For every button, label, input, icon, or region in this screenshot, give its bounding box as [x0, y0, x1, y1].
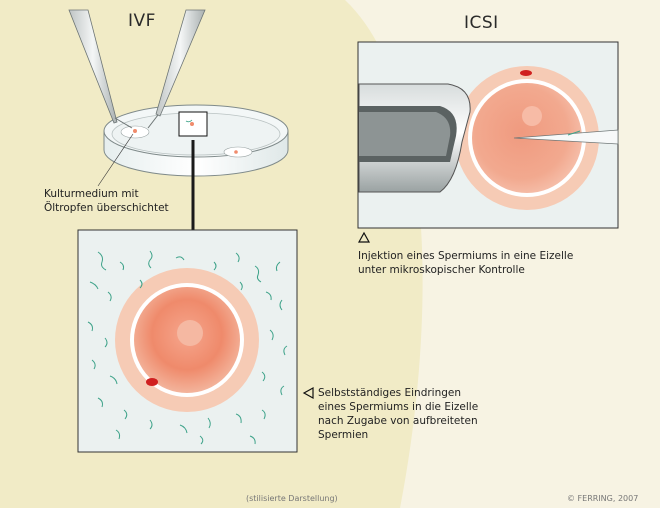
icsi-caption-marker	[357, 231, 371, 243]
pipette-left	[68, 9, 133, 129]
ivf-title: IVF	[128, 11, 156, 31]
icsi-caption-line-1: Injektion eines Spermiums in eine Eizell…	[358, 250, 574, 262]
ivf-result-line-3: nach Zugabe von aufbreiteten	[318, 415, 478, 427]
injection-needle	[513, 129, 619, 145]
penetrating-sperm	[146, 378, 158, 386]
ivf-result-line-2: eines Spermiums in die Eizelle	[318, 401, 479, 413]
footer-copyright: © FERRING, 2007	[567, 494, 638, 503]
ivf-result-caption: Selbstständiges Eindringen eines Spermiu…	[318, 386, 478, 442]
petri-dish	[103, 104, 289, 177]
culture-caption-line-1: Kulturmedium mit	[44, 188, 139, 200]
ivf-caption-marker	[302, 386, 314, 400]
icsi-panel	[357, 41, 619, 229]
ivf-result-line-4: Spermien	[318, 429, 369, 441]
ivf-panel	[77, 229, 298, 453]
culture-leader-line	[97, 133, 134, 187]
culture-caption: Kulturmedium mit Öltropfen überschichtet	[44, 187, 169, 215]
ivf-result-line-1: Selbstständiges Eindringen	[318, 387, 462, 399]
copyright-text: FERRING, 2007	[577, 494, 639, 503]
footer-note: (stilisierte Darstellung)	[246, 494, 338, 503]
pipette-right	[147, 9, 206, 129]
culture-caption-line-2: Öltropfen überschichtet	[44, 202, 169, 214]
icsi-caption: Injektion eines Spermiums in eine Eizell…	[358, 249, 573, 277]
sperm-cells	[87, 250, 288, 445]
icsi-caption-line-2: unter mikroskopischer Kontrolle	[358, 264, 525, 276]
holding-pipette	[358, 83, 471, 193]
copyright-symbol: ©	[567, 494, 575, 503]
icsi-title: ICSI	[464, 13, 499, 33]
